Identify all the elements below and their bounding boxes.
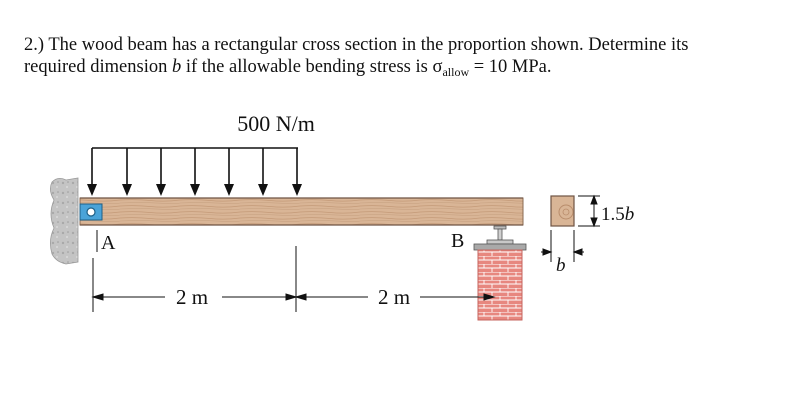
wall-support: [50, 177, 79, 265]
section-width-label: b: [556, 255, 566, 276]
pin-support-a: [79, 203, 103, 221]
wood-beam: [79, 197, 524, 226]
brick-pier: [477, 249, 523, 321]
roller-support-b: [473, 225, 527, 251]
problem-statement: 2.) The wood beam has a rectangular cros…: [24, 34, 784, 79]
section-height-label: 1.5b: [601, 204, 634, 225]
sigma-symbol: σ: [432, 57, 443, 77]
load-label: 500 N/m: [237, 111, 315, 136]
problem-number: 2.): [24, 35, 45, 55]
span-2-label: 2 m: [378, 285, 410, 309]
sigma-subscript: allow: [442, 65, 470, 79]
problem-text-2c: = 10 MPa.: [469, 57, 552, 77]
dimension-lines: [91, 246, 496, 312]
support-b-label: B: [451, 230, 464, 252]
variable-b: b: [171, 57, 182, 77]
section-dimensions: [541, 194, 600, 262]
cross-section: [550, 195, 575, 227]
problem-text-2a: required dimension: [24, 57, 172, 77]
support-a-label: A: [101, 232, 116, 254]
problem-text-1: The wood beam has a rectangular cross se…: [48, 35, 689, 55]
problem-text-2b: if the allowable bending stress is: [181, 57, 433, 77]
distributed-load: [87, 147, 302, 196]
problem-line-1: 2.) The wood beam has a rectangular cros…: [24, 34, 784, 56]
span-1-label: 2 m: [176, 285, 208, 309]
problem-line-2: required dimension b if the allowable be…: [24, 56, 784, 79]
